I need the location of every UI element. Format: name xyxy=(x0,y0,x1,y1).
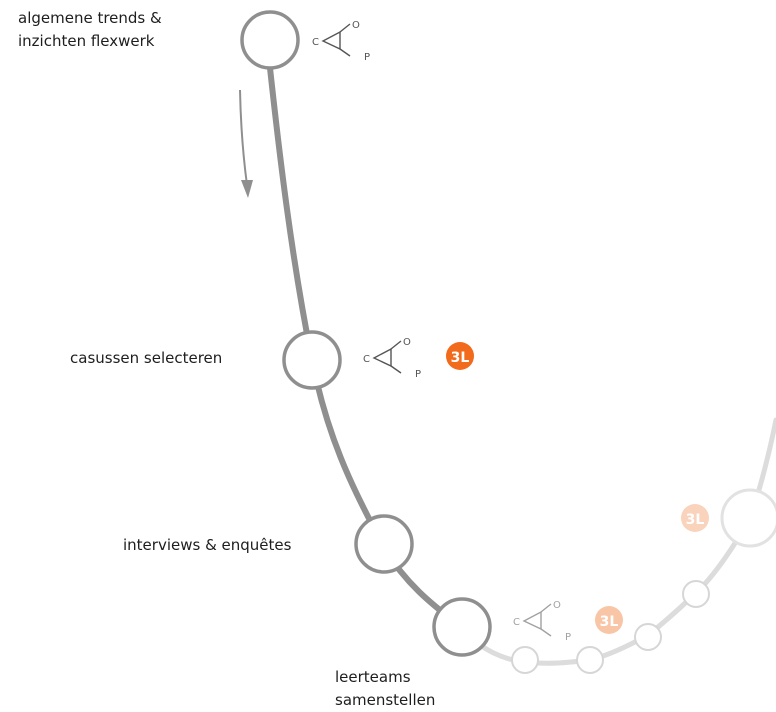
cop-icon: C O P xyxy=(513,600,571,643)
logo-3l-icon: 3L xyxy=(446,342,474,370)
logo-3l-icon: 3L xyxy=(595,606,623,634)
svg-text:P: P xyxy=(415,369,421,380)
process-path-active xyxy=(267,65,468,633)
svg-text:3L: 3L xyxy=(451,350,470,366)
step-label: leerteams samenstellen xyxy=(335,668,436,709)
svg-text:O: O xyxy=(403,337,411,348)
svg-text:P: P xyxy=(364,52,370,63)
svg-text:O: O xyxy=(553,600,561,611)
step-node-1[interactable] xyxy=(240,10,300,70)
logo-3l-icon: 3L xyxy=(681,504,709,532)
direction-arrow-icon xyxy=(239,89,253,198)
step-label: casussen selecteren xyxy=(70,349,223,367)
future-node-small[interactable] xyxy=(576,646,604,674)
cop-icon: C O P xyxy=(312,20,370,63)
future-node-small[interactable] xyxy=(511,646,539,674)
svg-text:C: C xyxy=(513,617,520,628)
step-node-2[interactable] xyxy=(282,330,342,390)
future-node-small[interactable] xyxy=(634,623,662,651)
svg-text:O: O xyxy=(352,20,360,31)
svg-text:C: C xyxy=(312,37,319,48)
svg-text:C: C xyxy=(363,354,370,365)
svg-text:3L: 3L xyxy=(686,512,705,528)
cop-icon: C O P xyxy=(363,337,421,380)
step-node-3[interactable] xyxy=(354,514,414,574)
step-node-4[interactable] xyxy=(432,597,492,657)
svg-text:P: P xyxy=(565,632,571,643)
future-node-small[interactable] xyxy=(682,580,710,608)
step-label: interviews & enquêtes xyxy=(123,536,292,554)
step-label: algemene trends & inzichten flexwerk xyxy=(18,9,162,50)
future-node-large[interactable] xyxy=(720,488,776,548)
svg-text:3L: 3L xyxy=(600,614,619,630)
